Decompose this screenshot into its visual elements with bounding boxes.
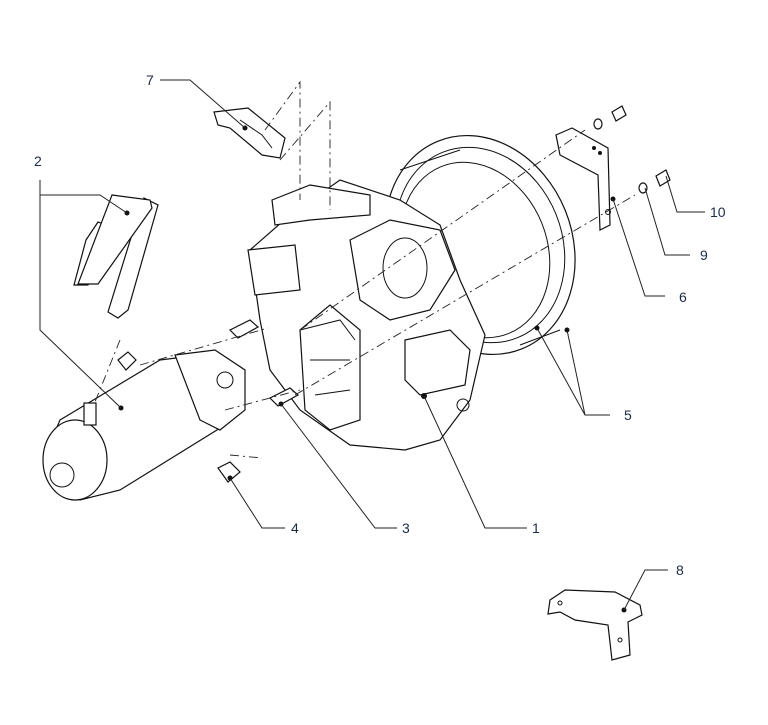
motor-assembly: [42, 319, 300, 501]
callout-5: 5: [624, 407, 632, 423]
callout-1: 1: [532, 520, 540, 536]
leader-lines: [39, 79, 705, 611]
part-8-bracket: [547, 589, 643, 661]
callout-10: 10: [710, 204, 726, 220]
callout-2: 2: [34, 153, 42, 169]
assembly-axes: [94, 80, 636, 459]
callout-6: 6: [679, 289, 687, 305]
callout-9: 9: [700, 247, 708, 263]
parts-9-10-fasteners: [593, 105, 671, 194]
callout-7: 7: [146, 72, 154, 88]
part-2-bracket: [73, 194, 159, 319]
callout-3: 3: [402, 520, 410, 536]
part-6-bracket: [555, 127, 616, 231]
part-1-housing: [247, 179, 486, 451]
part-7-bracket: [213, 107, 286, 159]
callout-8: 8: [676, 562, 684, 578]
callout-4: 4: [291, 520, 299, 536]
